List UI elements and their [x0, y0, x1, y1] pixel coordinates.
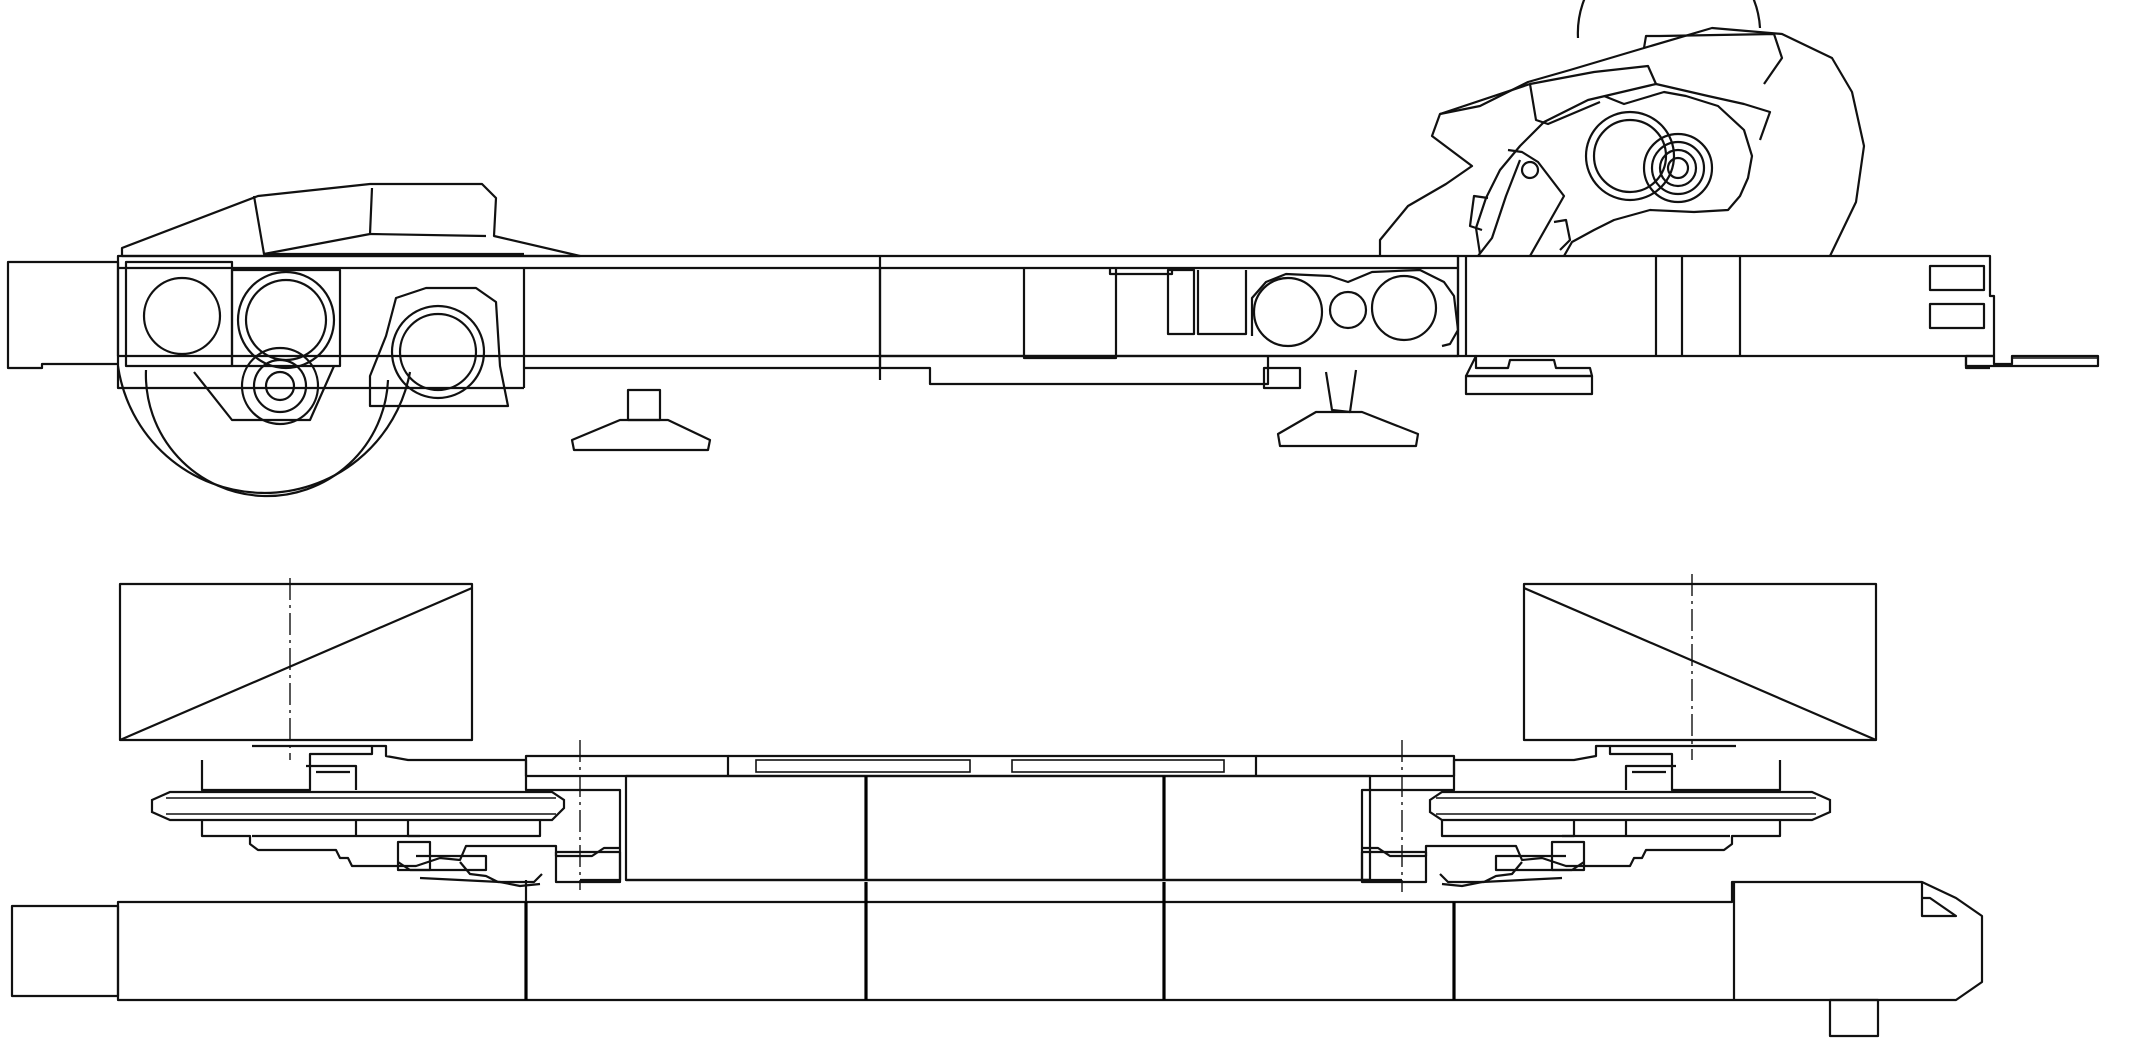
left-bogie-plan — [150, 744, 622, 888]
left-end-buffer — [6, 260, 120, 370]
center-gear-cluster — [1250, 268, 1460, 348]
side-elevation-view — [6, 0, 2100, 498]
right-support-foot — [1464, 354, 1594, 396]
right-vent-upper — [1928, 264, 1986, 292]
right-wheel-plan — [1428, 790, 1832, 822]
right-coupler-plan — [1828, 998, 1880, 1038]
left-cab-plan — [118, 582, 474, 742]
right-bogie-plan — [1360, 744, 1832, 888]
left-support-foot — [570, 388, 712, 452]
central-frame-plan — [524, 754, 1456, 882]
center-support-foot — [1262, 366, 1420, 448]
left-gear-housing — [124, 260, 510, 408]
left-gear-3 — [390, 304, 486, 400]
left-gear-1 — [142, 276, 222, 356]
right-vent-lower — [1928, 302, 1986, 330]
top-plan-view — [10, 574, 1984, 1038]
left-gear-2 — [236, 270, 336, 370]
left-cab-housing — [120, 182, 582, 258]
right-gearbox-assembly — [1378, 0, 1866, 257]
right-chassis-section — [1456, 254, 2100, 370]
left-wheel-plan — [150, 790, 566, 822]
right-cab-plan — [1522, 582, 1878, 742]
frame-slot — [1166, 268, 1196, 336]
left-end-plan — [10, 904, 120, 998]
chassis-frame — [116, 254, 1460, 390]
left-drive-wheel — [116, 365, 412, 495]
lower-body-plan — [10, 880, 1984, 1038]
wheel-hub — [240, 346, 320, 426]
